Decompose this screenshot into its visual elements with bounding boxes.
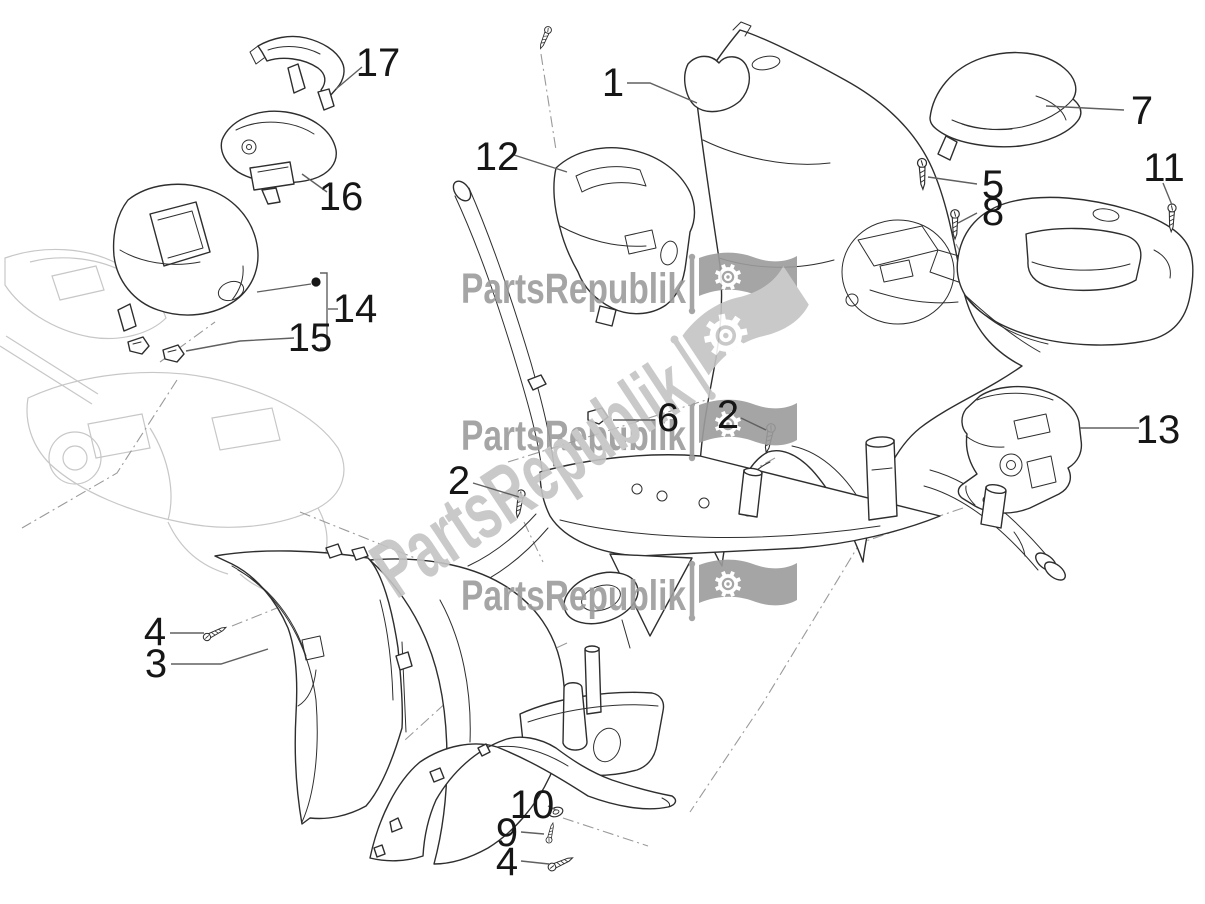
part-number-label-7: 7	[1131, 89, 1153, 133]
part-number-label-2: 2	[717, 393, 739, 437]
part-number-label-16: 16	[319, 175, 364, 219]
part-number-label-10: 10	[510, 783, 555, 827]
callout-leader-line	[1045, 105, 1125, 111]
callout-leader-line	[472, 482, 520, 498]
lower-front-cover-drawing	[369, 645, 677, 862]
gear-icon	[703, 313, 748, 358]
callout-14-reference-dot	[256, 277, 321, 293]
watermark-text: PartsRepublik	[461, 265, 686, 313]
part-number-label-6: 6	[657, 396, 679, 440]
part-number-label-9: 9	[496, 811, 518, 855]
part-13-clamp-cover-drawing	[957, 385, 1083, 514]
part-number-label-11: 11	[1143, 146, 1185, 190]
gear-icon	[714, 570, 742, 598]
callout-leader-line	[627, 82, 698, 104]
callout-leader-line	[520, 860, 550, 865]
watermark-layer: PartsRepublikPartsRepublikPartsRepublikP…	[356, 252, 809, 622]
callout-leader-line	[520, 831, 545, 835]
flag-pole-icon	[688, 399, 797, 462]
part-17-bracket-drawing	[249, 35, 345, 111]
part-number-label-4: 4	[496, 840, 518, 884]
callout-leader-line	[927, 176, 978, 185]
flag-pole-icon	[670, 266, 809, 400]
gear-icon	[714, 410, 742, 438]
part-number-label-1: 1	[602, 61, 624, 105]
callout-leader-line	[1162, 182, 1173, 206]
part-number-label-17: 17	[356, 41, 401, 85]
flag-icon	[699, 559, 797, 606]
part-6-clip-drawing	[587, 407, 609, 425]
part-number-label-4: 4	[144, 610, 166, 654]
part-number-label-8: 8	[982, 190, 1004, 234]
watermark-text: PartsRepublik	[461, 572, 686, 620]
screw-icon	[536, 25, 553, 51]
callout-leader-line	[740, 417, 767, 431]
part-number-label-5: 5	[982, 163, 1004, 207]
part-16-cover-drawing	[220, 110, 337, 205]
part-12-cover-drawing	[553, 147, 696, 327]
part-15-clips-drawing	[127, 336, 185, 363]
lower-cover-rear-drawing	[369, 558, 566, 865]
callout-leader-line	[301, 173, 328, 193]
callout-bracket	[320, 272, 328, 349]
callout-leader-line	[335, 66, 363, 90]
screw-icon	[546, 853, 575, 873]
part-number-label-12: 12	[475, 135, 520, 179]
gear-icon	[714, 263, 742, 291]
part-number-label-13: 13	[1136, 408, 1181, 452]
part-number-label-14: 14	[333, 287, 378, 331]
frame-clip	[527, 374, 547, 391]
callout-leader-line	[171, 648, 269, 665]
part-number-label-2: 2	[448, 459, 470, 503]
flag-pole-icon	[688, 559, 797, 622]
spacer-bushings-drawing	[738, 467, 1007, 529]
lower-cover-left-drawing	[214, 543, 413, 825]
part-number-label-15: 15	[288, 316, 333, 360]
rear-handlebar-cover-drawing	[956, 196, 1194, 353]
callout-leader-line	[957, 212, 978, 224]
part-number-label-3: 3	[145, 642, 167, 686]
callout-leader-line	[513, 154, 568, 173]
callout-leader-line	[547, 805, 557, 811]
part-14-instrument-housing-drawing	[112, 183, 259, 332]
callout-leader-line	[185, 337, 295, 352]
screw-icon	[201, 623, 229, 643]
